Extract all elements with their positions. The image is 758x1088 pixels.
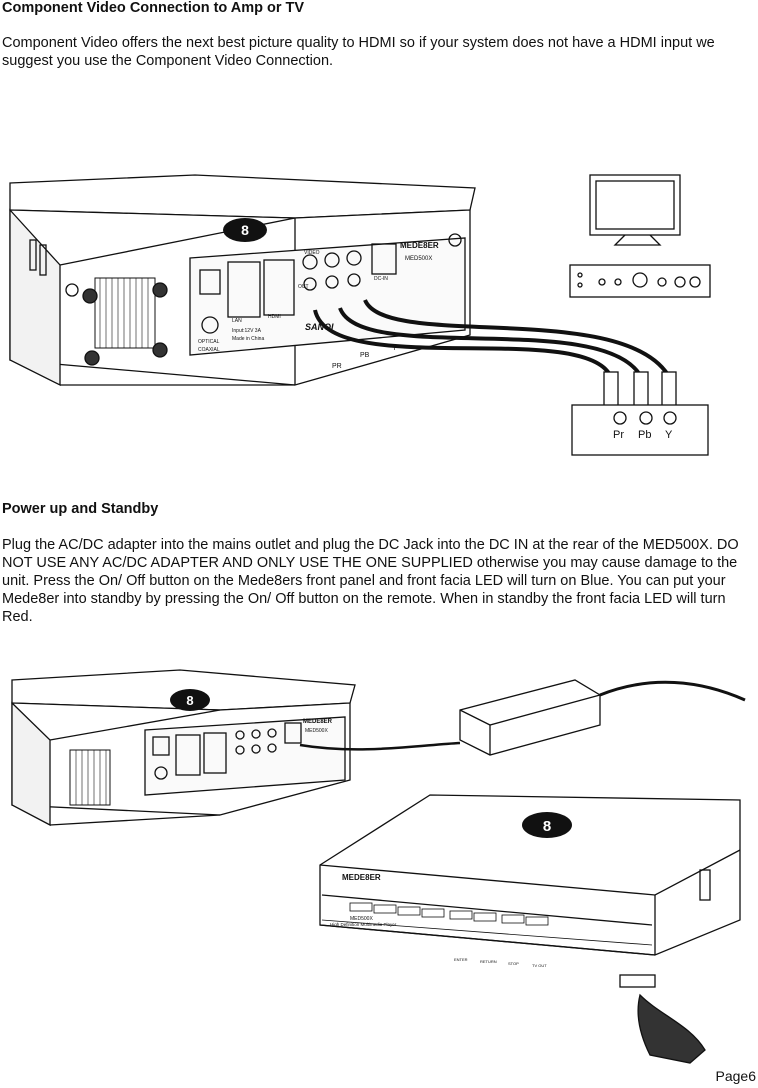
coaxial-label: COAXIAL (198, 347, 220, 353)
power-standby-paragraph: Plug the AC/DC adapter into the mains ou… (2, 537, 739, 625)
front-model-label: MED500X (350, 916, 373, 922)
svg-text:8: 8 (543, 818, 551, 835)
component-connection-diagram: 8 MEDE8ER MED500X LAN HDMI OPTICAL COAXI… (9, 174, 711, 456)
cable-label-pb: PB (360, 352, 370, 359)
lan-label: LAN (232, 318, 242, 324)
hdmi-label: HDMI (268, 314, 281, 320)
cable-label-y: Y (392, 345, 397, 352)
power-connection-diagram: 8 8 MEDE8ER MED500X MEDE8ER MED500X High… (11, 669, 746, 1064)
input-rating-label: Input:12V 3A (232, 328, 262, 334)
component-video-paragraph: Component Video offers the next best pic… (2, 35, 715, 69)
model-label: MED500X (405, 256, 432, 262)
svg-text:8: 8 (241, 222, 249, 238)
tv-out-label: TV OUT (532, 963, 547, 968)
brand-label: MEDE8ER (400, 241, 439, 250)
return-label: RETURN (480, 959, 497, 964)
cable-label-pr: PR (332, 363, 342, 370)
jack-label-y: Y (665, 429, 673, 441)
optical-label: OPTICAL (198, 339, 220, 345)
video-label: VIDEO (304, 250, 320, 256)
enter-label: ENTER (454, 957, 468, 962)
rear-model-label: MED500X (305, 728, 328, 734)
made-in-label: Made in China (232, 336, 264, 342)
section-heading-power: Power up and Standby (2, 501, 159, 517)
svg-text:8: 8 (186, 693, 193, 708)
page-number: Page6 (715, 1068, 756, 1084)
front-subtitle-label: High Definition Multimedia Player (330, 922, 397, 927)
front-brand-label: MEDE8ER (342, 873, 381, 882)
sanoi-logo: SANOI (305, 322, 334, 332)
dc-in-label: DC-IN (374, 276, 388, 282)
rear-brand-label: MEDE8ER (303, 719, 333, 725)
jack-label-pr: Pr (613, 429, 624, 441)
out-label: OUT (298, 284, 309, 290)
jack-label-pb: Pb (638, 429, 651, 441)
stop-label: STOP (508, 961, 519, 966)
section-heading-component-video: Component Video Connection to Amp or TV (2, 0, 305, 16)
